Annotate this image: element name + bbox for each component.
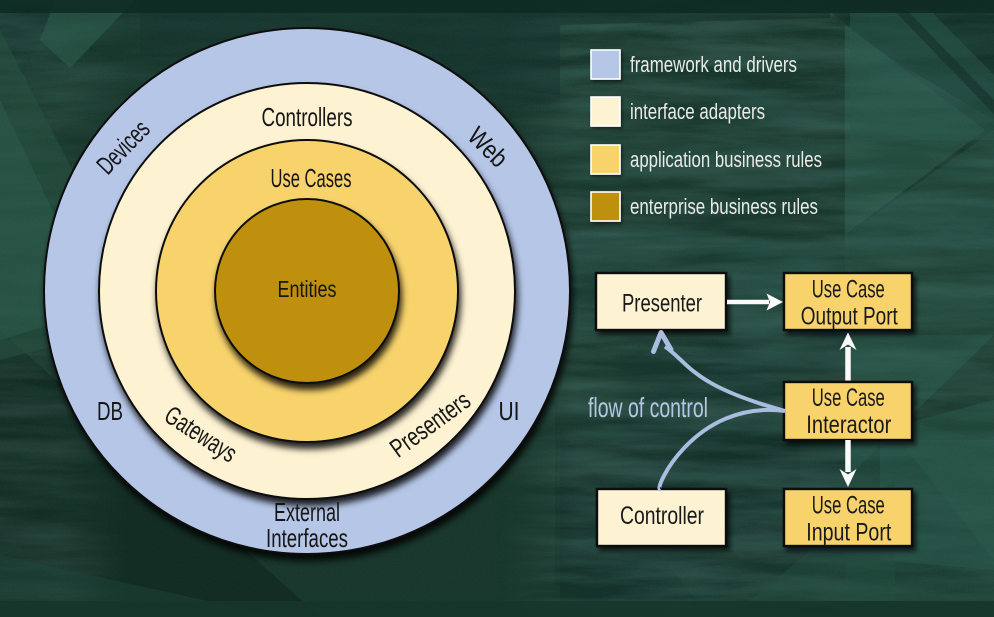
svg-text:Controller: Controller	[620, 502, 704, 530]
svg-text:Interfaces: Interfaces	[266, 523, 348, 553]
svg-text:DB: DB	[97, 396, 123, 426]
svg-text:Entities: Entities	[278, 276, 337, 302]
svg-text:Use Cases: Use Cases	[271, 163, 352, 193]
svg-text:Presenter: Presenter	[622, 290, 702, 318]
svg-text:Controllers: Controllers	[262, 102, 353, 132]
svg-text:interface adapters: interface adapters	[630, 99, 765, 124]
svg-text:enterprise business rules: enterprise business rules	[630, 194, 818, 219]
svg-text:Interactor: Interactor	[806, 411, 891, 439]
svg-text:Use Case: Use Case	[812, 276, 885, 304]
svg-text:framework and drivers: framework and drivers	[630, 52, 797, 77]
svg-text:application business rules: application business rules	[630, 147, 822, 172]
svg-text:Use Case: Use Case	[812, 492, 885, 520]
svg-text:Output Port: Output Port	[801, 303, 898, 331]
svg-text:flow of control: flow of control	[588, 392, 708, 423]
svg-text:External: External	[274, 497, 340, 527]
svg-text:Use Case: Use Case	[812, 384, 885, 412]
svg-text:UI: UI	[499, 396, 520, 426]
svg-text:Input Port: Input Port	[806, 519, 891, 547]
